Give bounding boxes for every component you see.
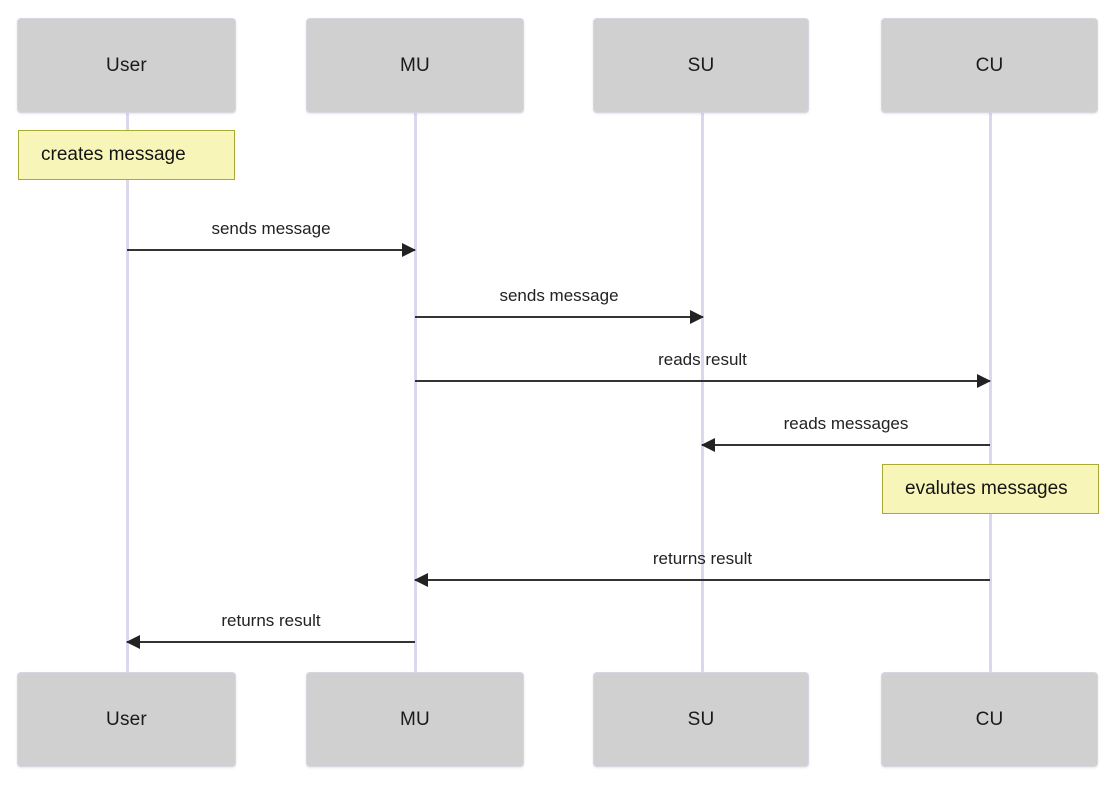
arrowhead-right-icon bbox=[977, 374, 991, 388]
note-note-creates-message[interactable]: creates message bbox=[18, 130, 235, 180]
participant-bottom-mu[interactable]: MU bbox=[306, 672, 524, 767]
participant-label: SU bbox=[687, 54, 715, 76]
message-label: reads messages bbox=[783, 414, 909, 433]
message-line bbox=[415, 380, 990, 382]
participant-label: MU bbox=[400, 708, 430, 730]
message-label: sends message bbox=[211, 219, 331, 238]
message-line bbox=[127, 249, 415, 251]
message-label: reads result bbox=[658, 350, 747, 369]
arrowhead-left-icon bbox=[126, 635, 140, 649]
participant-label: SU bbox=[687, 708, 715, 730]
participant-label: MU bbox=[400, 54, 430, 76]
participant-top-mu[interactable]: MU bbox=[306, 18, 524, 113]
participant-top-su[interactable]: SU bbox=[593, 18, 809, 113]
lifeline-su bbox=[701, 113, 704, 672]
arrowhead-left-icon bbox=[701, 438, 715, 452]
participant-top-cu[interactable]: CU bbox=[881, 18, 1098, 113]
message-line bbox=[415, 579, 990, 581]
message-label: returns result bbox=[221, 611, 321, 630]
message-line bbox=[127, 641, 415, 643]
participant-bottom-su[interactable]: SU bbox=[593, 672, 809, 767]
participant-bottom-user[interactable]: User bbox=[17, 672, 236, 767]
participant-label: User bbox=[106, 708, 147, 730]
note-label: evalutes messages bbox=[905, 478, 1068, 499]
participant-top-user[interactable]: User bbox=[17, 18, 236, 113]
arrowhead-right-icon bbox=[690, 310, 704, 324]
arrowhead-left-icon bbox=[414, 573, 428, 587]
lifeline-user bbox=[126, 113, 129, 672]
participant-label: CU bbox=[975, 708, 1004, 730]
participant-label: CU bbox=[975, 54, 1004, 76]
arrowhead-right-icon bbox=[402, 243, 416, 257]
message-line bbox=[415, 316, 703, 318]
lifeline-mu bbox=[414, 113, 417, 672]
participant-label: User bbox=[106, 54, 147, 76]
message-label: returns result bbox=[652, 549, 753, 568]
note-label: creates message bbox=[41, 144, 186, 165]
lifeline-cu bbox=[989, 113, 992, 672]
message-label: sends message bbox=[499, 286, 619, 305]
note-note-evalutes-messages[interactable]: evalutes messages bbox=[882, 464, 1099, 514]
message-line bbox=[702, 444, 990, 446]
participant-bottom-cu[interactable]: CU bbox=[881, 672, 1098, 767]
